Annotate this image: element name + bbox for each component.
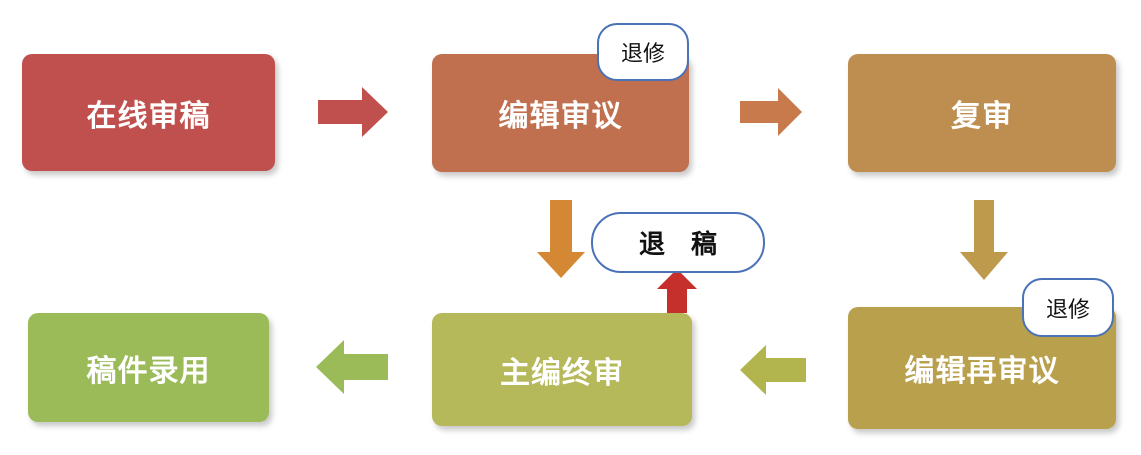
stage-editor-review-label: 编辑审议	[498, 99, 623, 134]
arrow-chief-to-accepted	[316, 340, 388, 394]
arrow-editor-to-second	[740, 88, 802, 136]
arrow-reject-up	[657, 269, 697, 313]
arrow-editor-to-chief	[537, 200, 585, 278]
stage-second-review: 复审	[848, 54, 1116, 172]
stage-online-review-label: 在线审稿	[86, 98, 211, 134]
stage-editor-rereview-label: 编辑再审议	[904, 354, 1060, 389]
stage-accepted-label: 稿件录用	[86, 353, 211, 389]
arrow-rereview-to-chief	[740, 345, 806, 395]
arrow-online-to-editor	[318, 87, 388, 137]
stage-chief-final-review-label: 主编终审	[500, 355, 624, 391]
stage-online-review: 在线审稿	[22, 54, 275, 171]
reject-label: 退 稿	[591, 212, 765, 273]
stage-chief-final-review: 主编终审	[432, 313, 692, 426]
stage-accepted: 稿件录用	[28, 313, 269, 422]
stage-editor-rereview: 编辑再审议	[848, 307, 1116, 429]
revise-label-right: 退修	[1022, 278, 1114, 337]
arrow-second-to-rereview	[960, 200, 1008, 280]
revise-label-top: 退修	[597, 23, 689, 81]
stage-second-review-label: 复审	[951, 99, 1013, 134]
